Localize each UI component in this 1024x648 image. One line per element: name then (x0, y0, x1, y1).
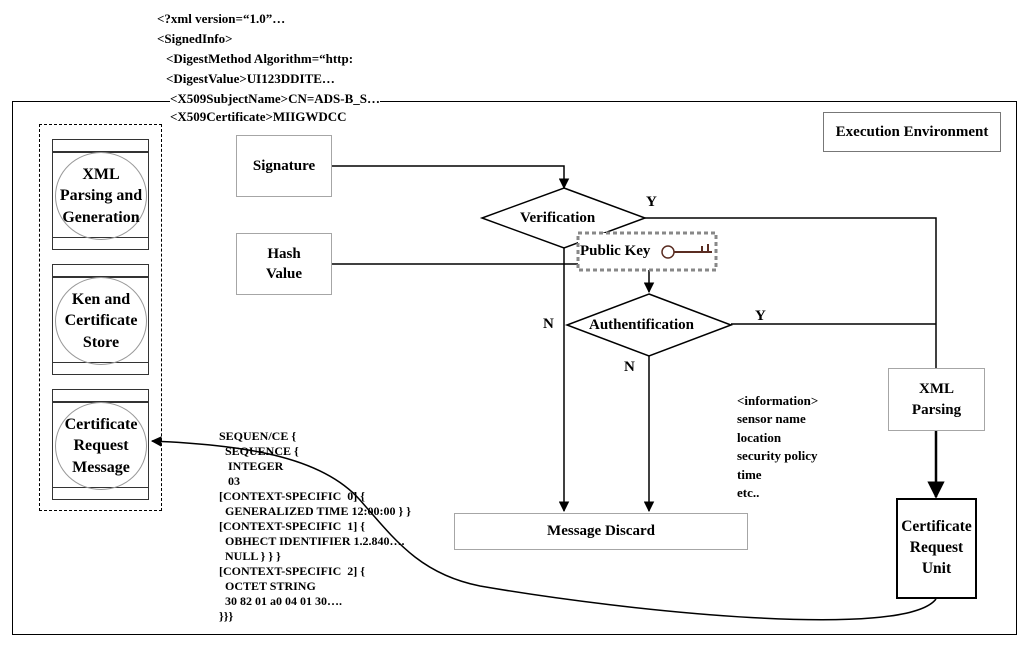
asn1-line: OCTET STRING (219, 579, 316, 593)
information-line: time (737, 467, 762, 482)
authentification-diamond (564, 293, 734, 357)
xml-parsing-box: XML Parsing (888, 368, 985, 431)
xml-header-line: <SignedInfo> (157, 31, 233, 46)
authentification-label: Authentification (589, 317, 694, 333)
connector-request-unit-return (150, 436, 937, 621)
xml-header-line: <X509SubjectName>CN=ADS-B_S… (170, 91, 380, 106)
xml-header-line: <?xml version=“1.0”… (157, 11, 286, 26)
asn1-line: }}} (219, 609, 234, 623)
asn1-line: INTEGER (219, 459, 284, 473)
signature-box: Signature (236, 135, 332, 197)
information-line: etc.. (737, 485, 760, 500)
public-key-label: Public Key (580, 243, 651, 259)
key-icon (661, 244, 712, 259)
asn1-line: OBHECT IDENTIFIER 1.2.840…. (219, 534, 405, 548)
verification-label: Verification (520, 210, 596, 226)
certificate-request-unit-box: Certificate Request Unit (896, 498, 977, 599)
xml-header-line: <X509Certificate>MIIGWDCC (170, 109, 347, 124)
xml-header-line: <DigestMethod Algorithm=“http: (166, 51, 354, 66)
module-container (39, 124, 162, 511)
asn1-line: GENERALIZED TIME 12:00:00 } } (219, 504, 411, 518)
module-xml-parsing: XML Parsing and Generation (52, 139, 149, 250)
hash-value-box: Hash Value (236, 233, 332, 295)
execution-environment-frame (12, 101, 1017, 635)
information-line: location (737, 430, 782, 445)
module-label: Ken and Certificate Store (55, 277, 147, 365)
connector-verification-yes (645, 217, 937, 368)
module-key-store: Ken and Certificate Store (52, 264, 149, 375)
asn1-line: 30 82 01 a0 04 01 30…. (219, 594, 342, 608)
module-label: XML Parsing and Generation (55, 152, 147, 240)
asn1-line: NULL } } } (219, 549, 281, 563)
execution-environment-label: Execution Environment (823, 112, 1001, 152)
verification-yes-label: Y (646, 194, 657, 210)
asn1-line: [CONTEXT-SPECIFIC 2] { (219, 564, 365, 578)
asn1-line: SEQUEN/CE { (219, 429, 297, 443)
verification-no-label: N (543, 316, 554, 332)
asn1-line: [CONTEXT-SPECIFIC 0] { (219, 489, 365, 503)
asn1-line: SEQUENCE { (219, 444, 299, 458)
authentification-no-label: N (624, 359, 635, 375)
asn1-line: [CONTEXT-SPECIFIC 1] { (219, 519, 365, 533)
asn1-line: 03 (219, 474, 240, 488)
module-certificate-request-message: Certificate Request Message (52, 389, 149, 500)
authentification-yes-label: Y (755, 308, 766, 324)
information-line: security policy (737, 448, 818, 463)
module-label: Certificate Request Message (55, 402, 147, 490)
message-discard-box: Message Discard (454, 513, 748, 550)
information-line: sensor name (737, 411, 806, 426)
xml-header-line: <DigestValue>UI123DDITE… (166, 71, 335, 86)
information-line: <information> (737, 393, 819, 408)
connector-signature-verification (332, 165, 570, 190)
